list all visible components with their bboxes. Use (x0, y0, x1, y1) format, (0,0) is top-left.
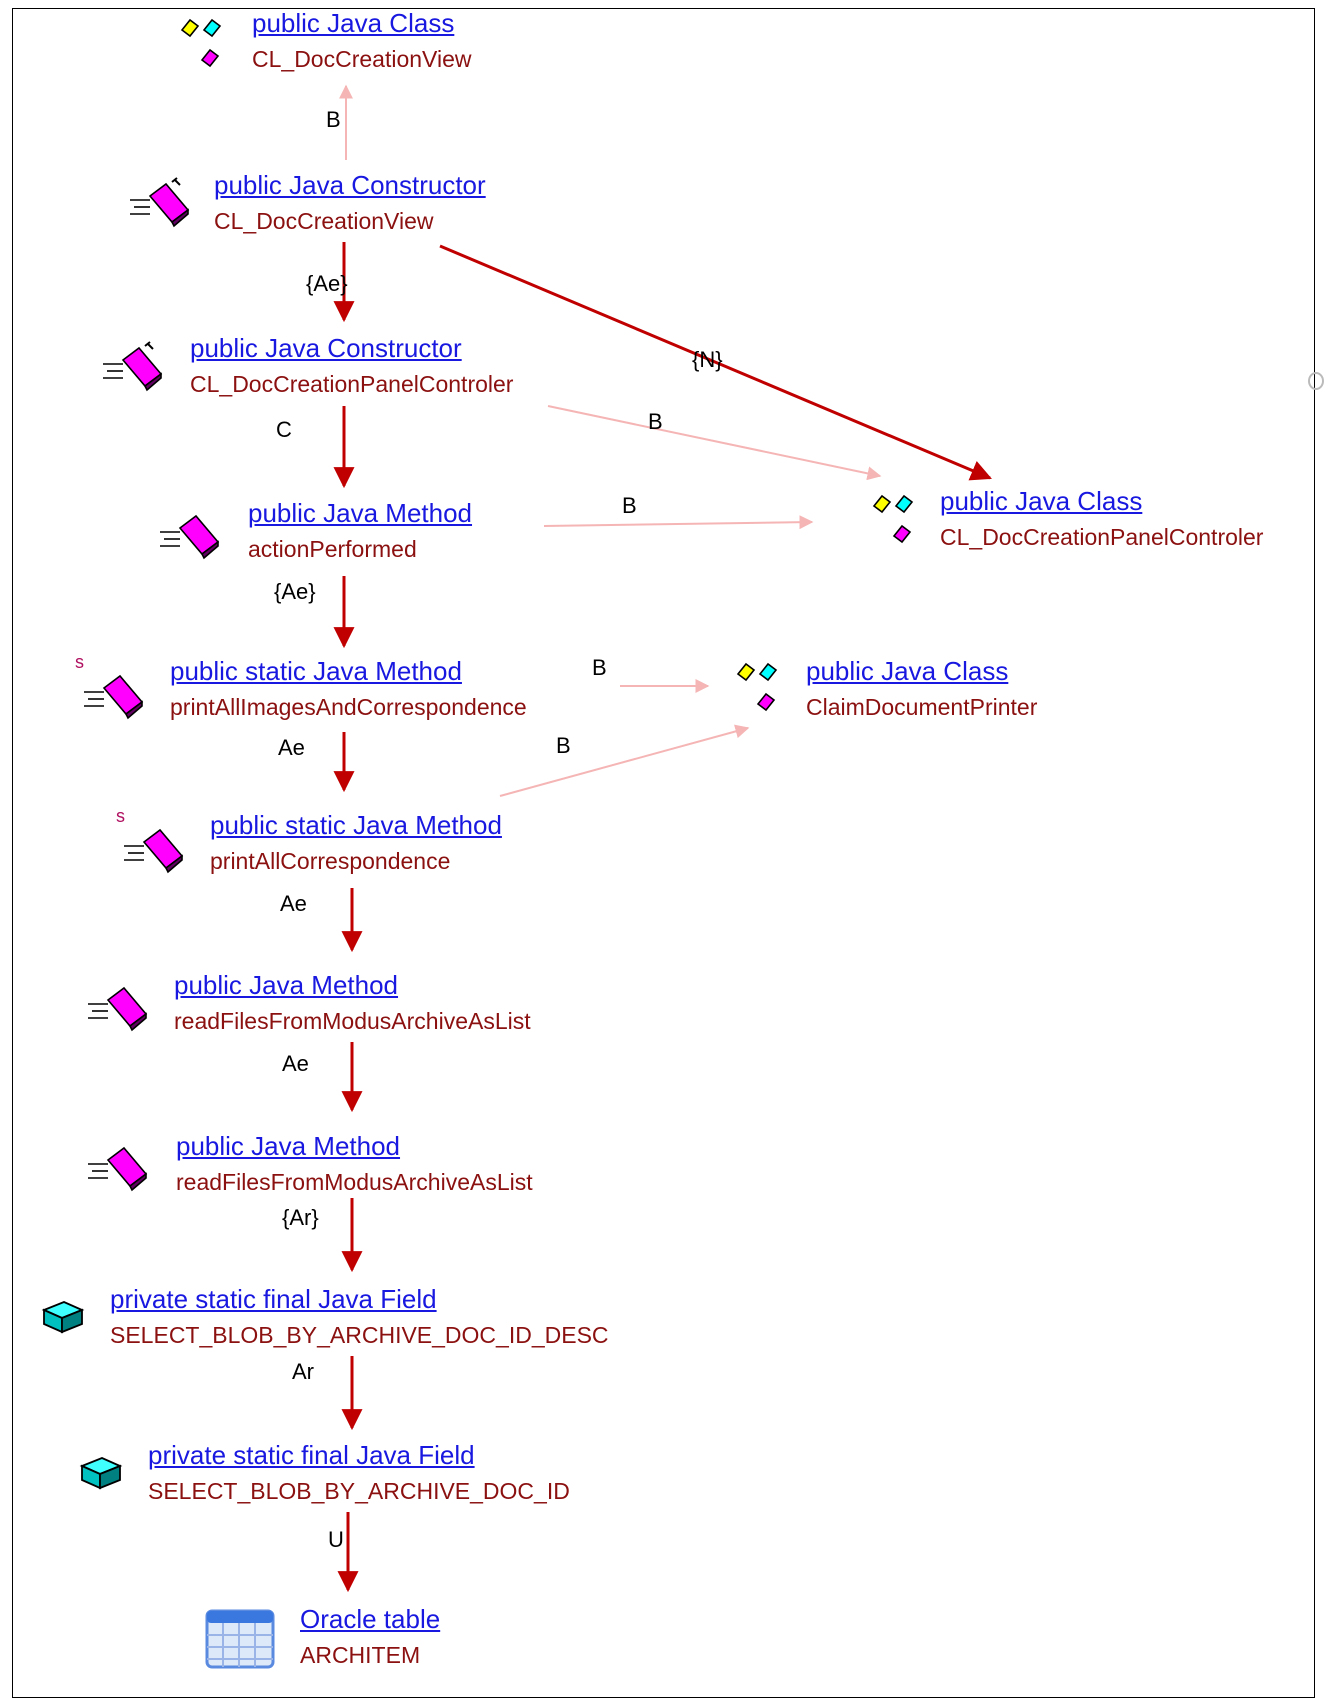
node-java-static-method-printallcorrespondence: public static Java Method printAllCorres… (210, 810, 502, 876)
node-java-class-claimdocumentprinter: public Java Class ClaimDocumentPrinter (806, 656, 1037, 722)
node-kind-link[interactable]: public Java Method (176, 1131, 401, 1161)
edge-label: B (648, 409, 663, 434)
edge-label: {Ar} (282, 1205, 319, 1230)
edge-label: Ae (280, 891, 307, 916)
node-java-field-select-blob-desc: private static final Java Field SELECT_B… (110, 1284, 609, 1350)
edge-label: B (556, 733, 571, 758)
edge-label: {Ae} (274, 579, 316, 604)
edge-label: {Ae} (306, 271, 348, 296)
node-java-field-select-blob: private static final Java Field SELECT_B… (148, 1440, 570, 1506)
node-name: CL_DocCreationPanelControler (940, 524, 1264, 550)
node-java-static-method-printallimagesandcorrespondence: public static Java Method printAllImages… (170, 656, 527, 722)
node-java-method-readfilesfrommodusarchiveaslist: public Java Method readFilesFromModusArc… (174, 970, 531, 1036)
edge-label: B (326, 107, 341, 132)
java-class-icon (736, 662, 778, 712)
edge-n3-to-n5 (547, 405, 882, 481)
java-constructor-icon (130, 177, 190, 228)
node-kind-link[interactable]: public static Java Method (170, 656, 462, 686)
edge-label: U (328, 1527, 344, 1552)
node-kind-link[interactable]: private static final Java Field (148, 1440, 475, 1470)
node-kind-link[interactable]: public static Java Method (210, 810, 502, 840)
edge-label: C (276, 417, 292, 442)
java-field-icon (79, 1457, 123, 1490)
edge-label: B (592, 655, 607, 680)
node-kind-link[interactable]: public Java Class (252, 8, 455, 38)
edge-label: {N} (692, 347, 723, 372)
edge-n2-to-n5 (439, 244, 992, 481)
node-name: ARCHITEM (300, 1642, 421, 1668)
node-kind-link[interactable]: Oracle table (300, 1604, 441, 1634)
node-name: printAllImagesAndCorrespondence (170, 694, 527, 720)
node-name: readFilesFromModusArchiveAsList (174, 1008, 531, 1034)
java-static-method-icon (84, 674, 144, 720)
edge-label: Ae (282, 1051, 309, 1076)
node-java-method-readfilesfrommodusarchiveaslist-2: public Java Method readFilesFromModusArc… (176, 1131, 533, 1197)
oracle-table-icon (205, 1609, 275, 1669)
java-constructor-icon (103, 341, 163, 392)
node-name: CL_DocCreationPanelControler (190, 371, 514, 397)
edge-label: Ae (278, 735, 305, 760)
node-name: CL_DocCreationView (252, 46, 472, 72)
java-method-icon (160, 514, 220, 560)
node-oracle-table-architem: Oracle table ARCHITEM (300, 1604, 440, 1670)
diagram-frame (12, 8, 1315, 1698)
edge-n8-to-n7 (499, 724, 750, 797)
java-field-icon (41, 1301, 85, 1334)
node-kind-link[interactable]: private static final Java Field (110, 1284, 437, 1314)
node-kind-link[interactable]: public Java Constructor (214, 170, 486, 200)
java-class-icon (872, 494, 914, 544)
node-java-class-cl-doccreationpanelcontroler: public Java Class CL_DocCreationPanelCon… (940, 486, 1263, 552)
node-kind-link[interactable]: public Java Class (940, 486, 1143, 516)
static-badge: s (116, 806, 125, 826)
java-method-icon (88, 1146, 148, 1192)
node-name: SELECT_BLOB_BY_ARCHIVE_DOC_ID_DESC (110, 1322, 609, 1348)
edge-n4-to-n5 (543, 515, 814, 530)
edge-label: B (622, 493, 637, 518)
node-name: printAllCorrespondence (210, 848, 451, 874)
java-class-icon (180, 18, 222, 68)
node-kind-link[interactable]: public Java Class (806, 656, 1009, 686)
node-name: CL_DocCreationView (214, 208, 434, 234)
node-kind-link[interactable]: public Java Method (174, 970, 399, 1000)
node-java-class-cl-doccreationview: public Java Class CL_DocCreationView (252, 8, 471, 74)
edge-label: Ar (292, 1359, 314, 1384)
node-kind-link[interactable]: public Java Constructor (190, 333, 462, 363)
node-kind-link[interactable]: public Java Method (248, 498, 473, 528)
node-java-constructor-cl-doccreationview: public Java Constructor CL_DocCreationVi… (214, 170, 486, 236)
java-method-icon (88, 986, 148, 1032)
node-name: actionPerformed (248, 536, 417, 562)
scroll-indicator[interactable] (1308, 372, 1324, 390)
node-name: SELECT_BLOB_BY_ARCHIVE_DOC_ID (148, 1478, 570, 1504)
node-name: ClaimDocumentPrinter (806, 694, 1038, 720)
static-badge: s (75, 652, 84, 672)
node-name: readFilesFromModusArchiveAsList (176, 1169, 533, 1195)
java-static-method-icon (124, 828, 184, 874)
node-java-method-actionperformed: public Java Method actionPerformed (248, 498, 472, 564)
node-java-constructor-cl-doccreationpanelcontroler: public Java Constructor CL_DocCreationPa… (190, 333, 513, 399)
